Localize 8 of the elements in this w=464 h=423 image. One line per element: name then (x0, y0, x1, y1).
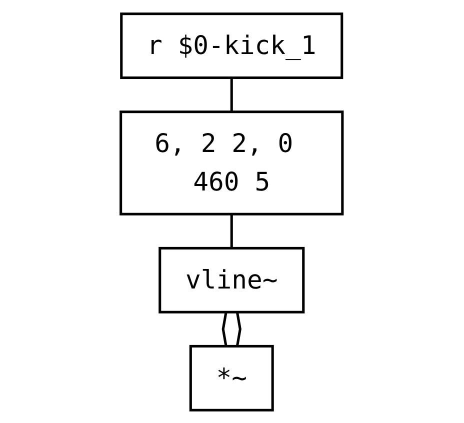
connector (230, 77, 234, 112)
connector (222, 311, 228, 346)
node-box: 6, 2 2, 0 460 5 (120, 110, 344, 215)
connector (236, 311, 242, 346)
node-box: *~ (190, 344, 274, 411)
connector (230, 214, 234, 248)
node-box: r $0-kick_1 (120, 12, 344, 79)
node-box: vline~ (158, 246, 306, 313)
